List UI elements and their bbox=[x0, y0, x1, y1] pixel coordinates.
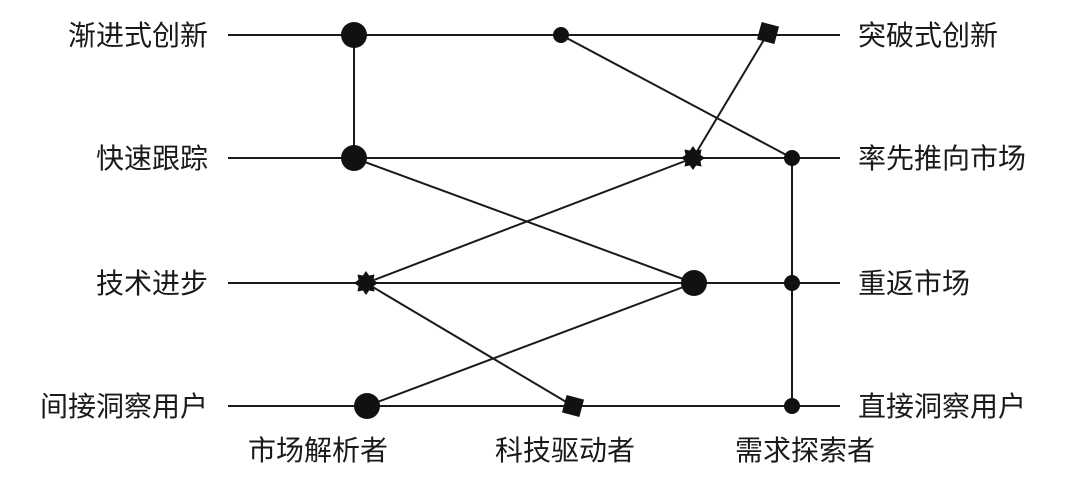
needs-node-first bbox=[784, 150, 800, 166]
tech-node-first-star bbox=[681, 146, 705, 170]
right-labels: 突破式创新 率先推向市场 重返市场 直接洞察用户 bbox=[858, 19, 1026, 423]
right-label-direct-insight: 直接洞察用户 bbox=[858, 390, 1026, 423]
left-label-tech-advance: 技术进步 bbox=[96, 267, 208, 300]
needs-node-top bbox=[553, 27, 569, 43]
bottom-label-tech-driver: 科技驱动者 bbox=[495, 434, 635, 467]
nodes bbox=[341, 21, 800, 419]
market-node-indirect bbox=[354, 393, 380, 419]
market-node-incremental bbox=[341, 22, 367, 48]
tech-link-3 bbox=[365, 282, 574, 407]
right-label-breakthrough: 突破式创新 bbox=[858, 19, 998, 52]
tech-node-advance-star bbox=[354, 271, 378, 295]
needs-node-direct bbox=[784, 398, 800, 414]
bottom-labels: 市场解析者 科技驱动者 需求探索者 bbox=[248, 434, 875, 467]
needs-node-return bbox=[784, 275, 800, 291]
tech-link-2 bbox=[365, 157, 694, 284]
needs-link-1 bbox=[560, 34, 793, 159]
profile-links bbox=[353, 32, 793, 407]
bottom-label-need-seeker: 需求探索者 bbox=[735, 434, 875, 467]
left-label-fast-follow: 快速跟踪 bbox=[96, 142, 208, 175]
right-label-first-to-market: 率先推向市场 bbox=[858, 142, 1026, 175]
market-node-return bbox=[681, 270, 707, 296]
tech-node-direct bbox=[561, 394, 585, 418]
market-link-2 bbox=[353, 157, 695, 284]
tech-node-breakthrough bbox=[756, 21, 780, 45]
left-label-incremental: 渐进式创新 bbox=[68, 19, 208, 52]
left-labels: 渐进式创新 快速跟踪 技术进步 间接洞察用户 bbox=[40, 19, 208, 423]
market-link-3 bbox=[366, 282, 695, 407]
tech-link-1 bbox=[692, 32, 769, 159]
right-label-return-to-market: 重返市场 bbox=[858, 267, 970, 300]
bottom-label-market-analyzer: 市场解析者 bbox=[248, 434, 388, 467]
left-label-indirect-insight: 间接洞察用户 bbox=[40, 390, 208, 423]
row-lines bbox=[228, 34, 840, 407]
market-node-fast-follow bbox=[341, 145, 367, 171]
